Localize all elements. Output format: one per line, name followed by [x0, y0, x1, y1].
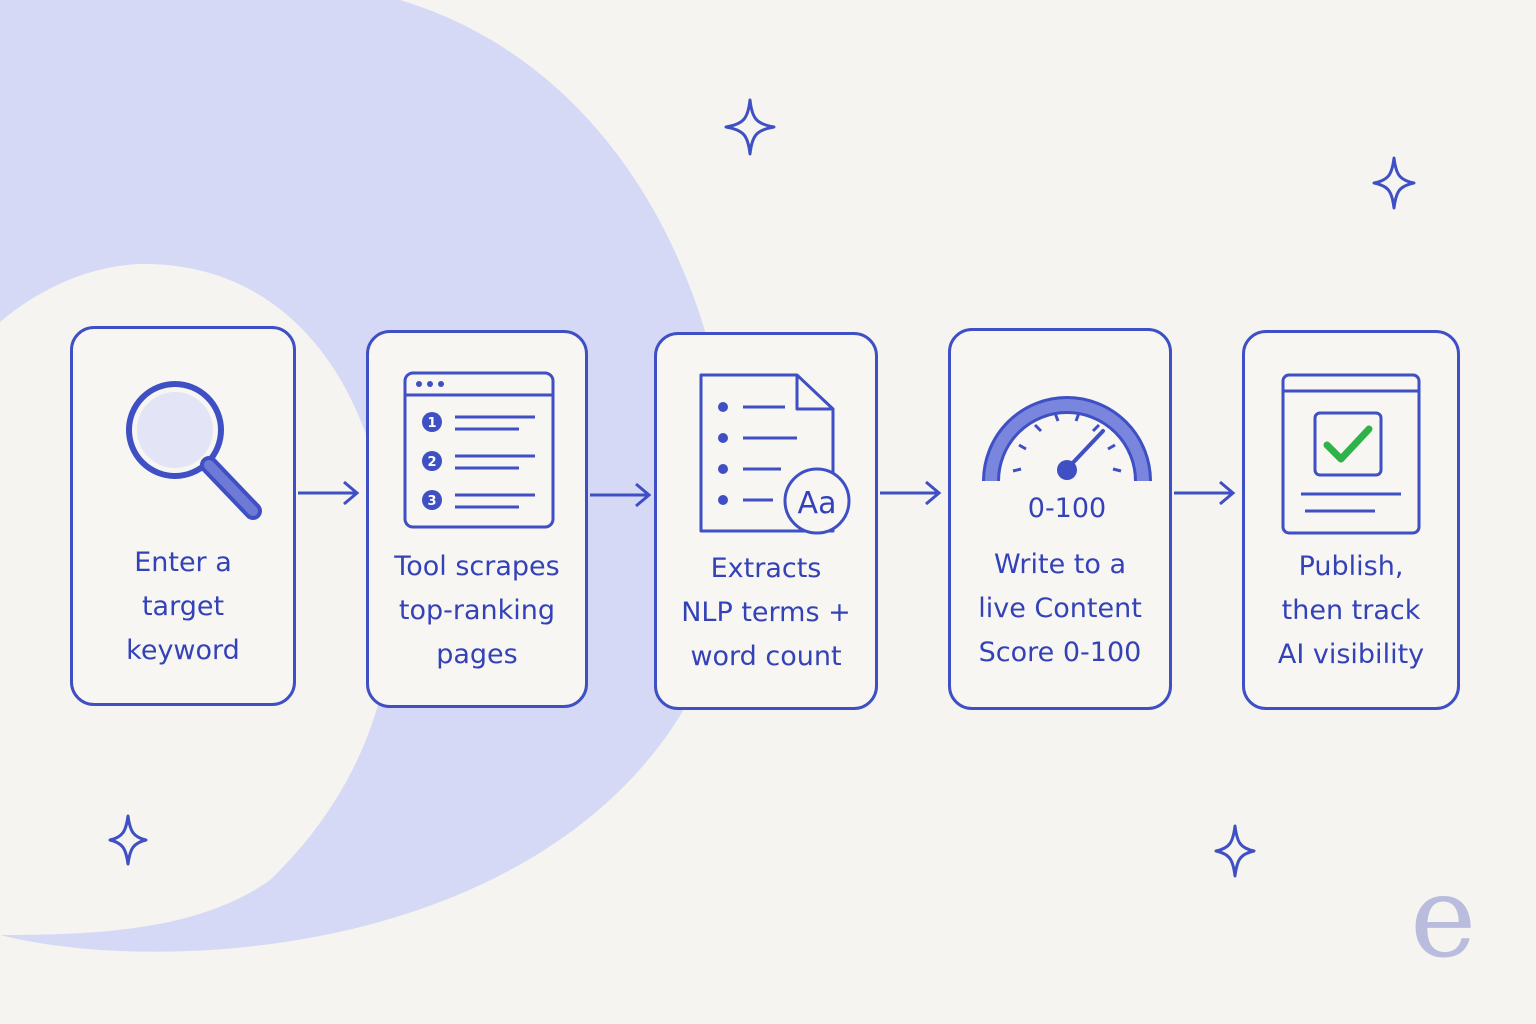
arrow-icon	[590, 482, 652, 508]
sparkle-icon	[1214, 824, 1256, 878]
step-card-score: 0-100 Write to a live Content Score 0-10…	[948, 328, 1172, 710]
gauge-icon: 0-100	[982, 396, 1152, 524]
magnifier-icon	[126, 381, 262, 520]
arrow-icon	[1174, 480, 1236, 506]
list-number: 2	[427, 455, 436, 470]
brand-logo: e	[1410, 853, 1477, 983]
step-card-keyword: Enter a target keyword	[70, 326, 296, 706]
gauge-range-label: 0-100	[1028, 493, 1106, 524]
step-label: Enter a target keyword	[126, 547, 240, 666]
list-number: 1	[427, 416, 436, 431]
sparkle-icon	[1372, 156, 1416, 210]
step-label: Publish, then track AI visibility	[1277, 551, 1425, 670]
step-label: Tool scrapes top-ranking pages	[394, 551, 560, 670]
font-badge: Aa	[798, 486, 837, 521]
step-card-scrape: 1 2 3 Tool scrapes top-ranking pages	[366, 330, 588, 708]
step-label: Extracts NLP terms + word count	[681, 553, 851, 672]
list-number: 3	[427, 494, 436, 509]
ranked-list-icon: 1 2 3	[403, 371, 555, 529]
sparkle-icon	[108, 814, 148, 866]
sparkle-icon	[724, 98, 776, 156]
publish-check-icon	[1281, 373, 1421, 535]
step-card-publish: Publish, then track AI visibility	[1242, 330, 1460, 710]
document-terms-icon: Aa	[699, 373, 851, 535]
arrow-icon	[298, 480, 360, 506]
step-label: Write to a live Content Score 0-100	[978, 549, 1142, 668]
step-card-extract: Aa Extracts NLP terms + word count	[654, 332, 878, 710]
arrow-icon	[880, 480, 942, 506]
